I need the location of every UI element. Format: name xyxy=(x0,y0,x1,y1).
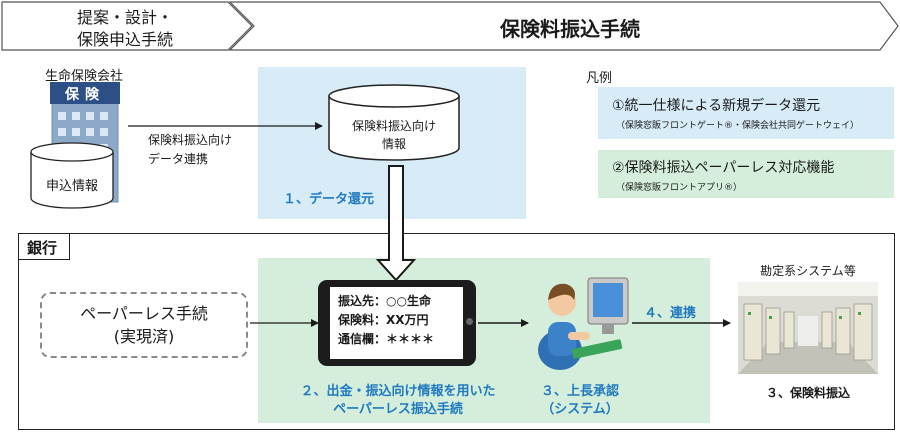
core-system-label: 勘定系システム等 xyxy=(760,264,856,278)
title-chevron xyxy=(228,1,899,51)
tablet-line3: 通信欄：＊＊＊＊ xyxy=(338,332,435,346)
tablet-line2: 保険料：XX万円 xyxy=(338,313,429,327)
page-title: 保険料振込手続 xyxy=(500,17,640,41)
approver-at-computer-icon xyxy=(538,277,629,370)
insurer-link-line2: データ連携 xyxy=(148,152,209,166)
bank-label-box xyxy=(18,233,70,260)
premium-info-db-line2: 情報 xyxy=(381,137,406,151)
phase-label-line2: 保険申込手続 xyxy=(76,30,173,49)
premium-info-db-icon xyxy=(328,84,460,161)
legend-title: 凡例 xyxy=(586,71,613,86)
step4-label: ４、連携 xyxy=(644,306,697,321)
server-room-image xyxy=(738,282,878,374)
legend-item-1-title: ①統一仕様による新規データ還元 xyxy=(612,98,821,114)
insurer-link-line1: 保険料振込向け xyxy=(148,133,233,147)
step2-line1: ２、出金・振込向け情報を用いた xyxy=(300,384,496,399)
phase-label-line1: 提案・設計・ xyxy=(76,8,173,27)
paperless-line1: ペーパーレス手続 xyxy=(80,304,208,323)
step1-label: １、データ還元 xyxy=(283,192,375,207)
legend-item-2 xyxy=(598,150,894,198)
paperless-box xyxy=(40,292,248,358)
step2-line2: ペーパーレス振込手続 xyxy=(333,402,463,417)
insurer-name: 生命保険会社 xyxy=(45,69,124,84)
paperless-line2: (実現済) xyxy=(113,327,175,346)
step3b-label: ３、保険料振込 xyxy=(765,386,850,400)
arrow-db-to-tablet xyxy=(375,165,417,282)
tablet-screen xyxy=(330,287,463,359)
header-chevrons xyxy=(1,1,899,51)
step3-line2: （システム） xyxy=(541,402,619,417)
legend-item-1-sub: （保険窓販フロントゲート®・保険会社共同ゲートウェイ） xyxy=(616,121,860,131)
tablet-button xyxy=(466,318,473,325)
building-sign: 保険 xyxy=(65,87,105,103)
bank-frame xyxy=(18,233,895,430)
premium-info-db-line1: 保険料振込向け xyxy=(351,119,436,133)
phase-chevron xyxy=(1,1,253,51)
legend-item-2-title: ②保険料振込ペーパーレス対応機能 xyxy=(612,160,835,176)
application-db-icon xyxy=(30,142,114,209)
legend-item-1 xyxy=(598,87,894,139)
tablet-line1: 振込先：○○生命 xyxy=(338,294,431,308)
step3-line1: ３、上長承認 xyxy=(540,384,619,399)
application-db-label: 申込情報 xyxy=(45,179,98,194)
bank-label: 銀行 xyxy=(27,239,58,257)
legend-item-2-sub: （保険窓販フロントアプリ®） xyxy=(616,183,743,193)
